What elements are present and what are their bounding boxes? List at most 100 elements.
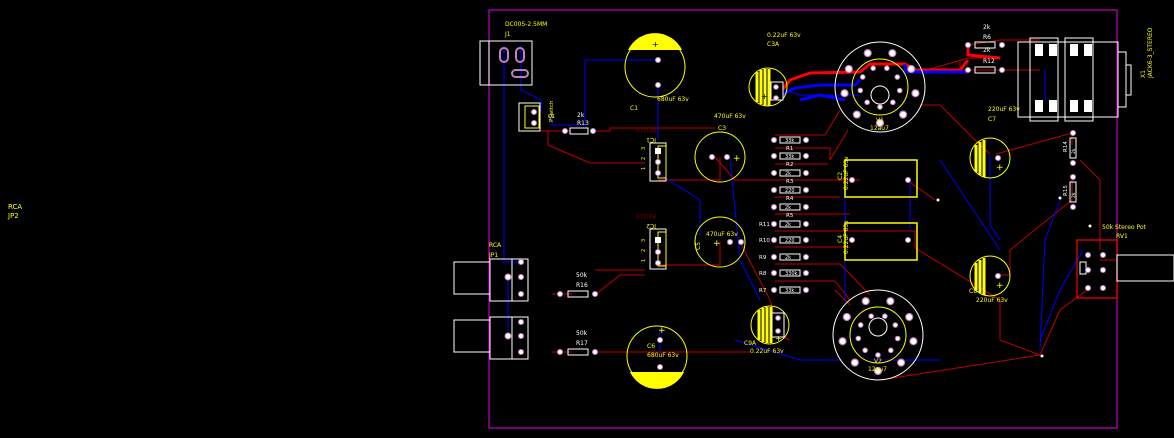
j1-value: DC005-2.5MM	[505, 21, 547, 28]
v1-value: 12au7	[870, 125, 889, 132]
c5-name: C5	[695, 242, 702, 250]
stereo-jack-x1: JACK6-3_STEREO X1	[1017, 27, 1154, 122]
ladder-value-r10: 220	[785, 238, 795, 244]
v1-pins-inner-pin	[896, 87, 903, 94]
v2-pins-outer-pin	[905, 312, 914, 322]
v1-pins-inner-pin	[894, 74, 901, 80]
ladder-value-r4: 220	[785, 188, 795, 194]
v2-pins-inner-pin	[862, 347, 868, 354]
r13-name: R13	[577, 120, 589, 127]
power-switch: PSwitch Q1	[518, 100, 555, 132]
v1-pins-outer-pin	[875, 118, 885, 128]
v2-value: 12au7	[868, 366, 887, 373]
c5-value: 470uF 63v	[706, 231, 738, 238]
c8-polarity: +	[996, 281, 1004, 291]
reg1-name: IC1	[646, 136, 656, 143]
reg1-pin3: 3	[641, 147, 647, 150]
v1-pins-outer-pin	[840, 89, 849, 98]
v2-pins-inner-pin	[892, 322, 899, 328]
c9a-value: 0.22uF 63v	[750, 348, 784, 355]
reg2-value: REG10	[636, 212, 656, 219]
reg1-value: REG10	[636, 126, 656, 133]
v1-name: V1	[876, 117, 884, 124]
reg2-name: IC2	[646, 222, 656, 229]
c4-value: 0.22uF 63v	[843, 220, 850, 254]
ladder-name-r10: R10	[759, 238, 770, 244]
x1-name: X1	[1140, 70, 1147, 78]
regulator-ic2: REG10 IC2 1 2 3	[636, 212, 667, 270]
c3a-polarity: +	[761, 92, 768, 101]
ladder-resistor-r10: 220 R10	[759, 236, 809, 244]
r17-name: R17	[576, 340, 588, 347]
rca-jack-jp1: RCA JP1	[453, 242, 529, 302]
v1-pins-outer-pin	[844, 64, 853, 74]
c6-value: 680uF 63v	[647, 352, 679, 359]
ladder-value-r1: 33k	[785, 138, 794, 144]
v1-pins-inner-pin	[870, 65, 876, 71]
capacitor-c9a: + C9A 0.22uF 63v	[744, 305, 790, 355]
v1-pins-inner-pin	[877, 104, 883, 110]
c8-name: C8	[969, 288, 977, 295]
r14-name: R14	[1063, 141, 1069, 152]
v2-pins-inner-pin	[875, 352, 881, 358]
thin-red-traces	[541, 39, 1117, 381]
reg2-pin2: 2	[641, 249, 647, 252]
r6-name: R6	[983, 34, 991, 41]
reg1-pin2: 2	[641, 157, 647, 160]
tube-v1: V1 12au7	[834, 41, 926, 133]
c3-polarity: +	[733, 154, 741, 164]
ladder-name-r5: R5	[786, 213, 794, 219]
v2-pins-outer-pin	[909, 337, 918, 346]
r12-name: R12	[983, 58, 995, 65]
v2-pins-outer-pin	[838, 337, 847, 346]
r15-value: 2k	[1071, 192, 1077, 198]
v2-pins-inner-pin	[888, 347, 894, 354]
rca-jack-jp2	[453, 316, 529, 360]
ladder-name-r8: R8	[759, 271, 767, 277]
capacitor-c5: 470uF 63v C5 +	[694, 216, 746, 268]
c2-value: 0.22uF 63v	[843, 156, 850, 190]
rv1-name: RV1	[1116, 233, 1128, 240]
capacitor-c4: 0.22uF 63v C4	[837, 220, 918, 261]
resistor-r16: 50k R16	[557, 272, 598, 298]
c3a-name: C3A	[767, 41, 780, 48]
vias	[936, 196, 1092, 358]
v1-pins-inner-pin	[864, 99, 870, 106]
j1-name: J1	[504, 31, 511, 38]
ladder-value-r8: 330k	[785, 271, 798, 277]
v2-pins-inner-pin	[882, 313, 888, 320]
ladder-resistor-r8: 330k R8	[759, 269, 809, 277]
v2-pins-inner-pin	[894, 335, 901, 342]
ladder-name-r7: R7	[759, 288, 767, 294]
v1-pins-outer-pin	[863, 49, 872, 58]
c7-polarity: +	[996, 163, 1004, 173]
c1-value: 680uF 63v	[657, 96, 689, 103]
resistor-r15: R15 2k	[1063, 174, 1077, 210]
r16-value: 50k	[576, 272, 588, 279]
resistor-ladder: 33kR133kR22kR3220R42kR52kR11220R102kR933…	[759, 136, 809, 294]
v1-pins-outer-pin	[852, 110, 861, 119]
c7-name: C7	[988, 116, 996, 123]
reg2-pin1: 1	[641, 259, 647, 262]
v1-pins-outer-pin	[899, 110, 908, 119]
ladder-value-r5: 2k	[785, 205, 791, 211]
r13-value: 2k	[577, 112, 585, 119]
ladder-name-r9: R9	[759, 255, 767, 261]
c6-polarity: +	[658, 326, 666, 336]
ladder-name-r4: R4	[786, 196, 794, 202]
v1-pins-inner-pin	[884, 65, 890, 72]
c3-name: C3	[718, 125, 726, 132]
c4-name: C4	[837, 235, 844, 243]
c7-value: 220uF 63v	[988, 106, 1020, 113]
capacitor-c1: + 680uF 63v C1	[624, 33, 689, 112]
v1-pins-outer-pin	[911, 89, 920, 98]
svg-text:Q1: Q1	[548, 114, 555, 120]
v2-pins-outer-pin	[886, 297, 895, 306]
v2-pins-inner-pin	[855, 335, 862, 342]
